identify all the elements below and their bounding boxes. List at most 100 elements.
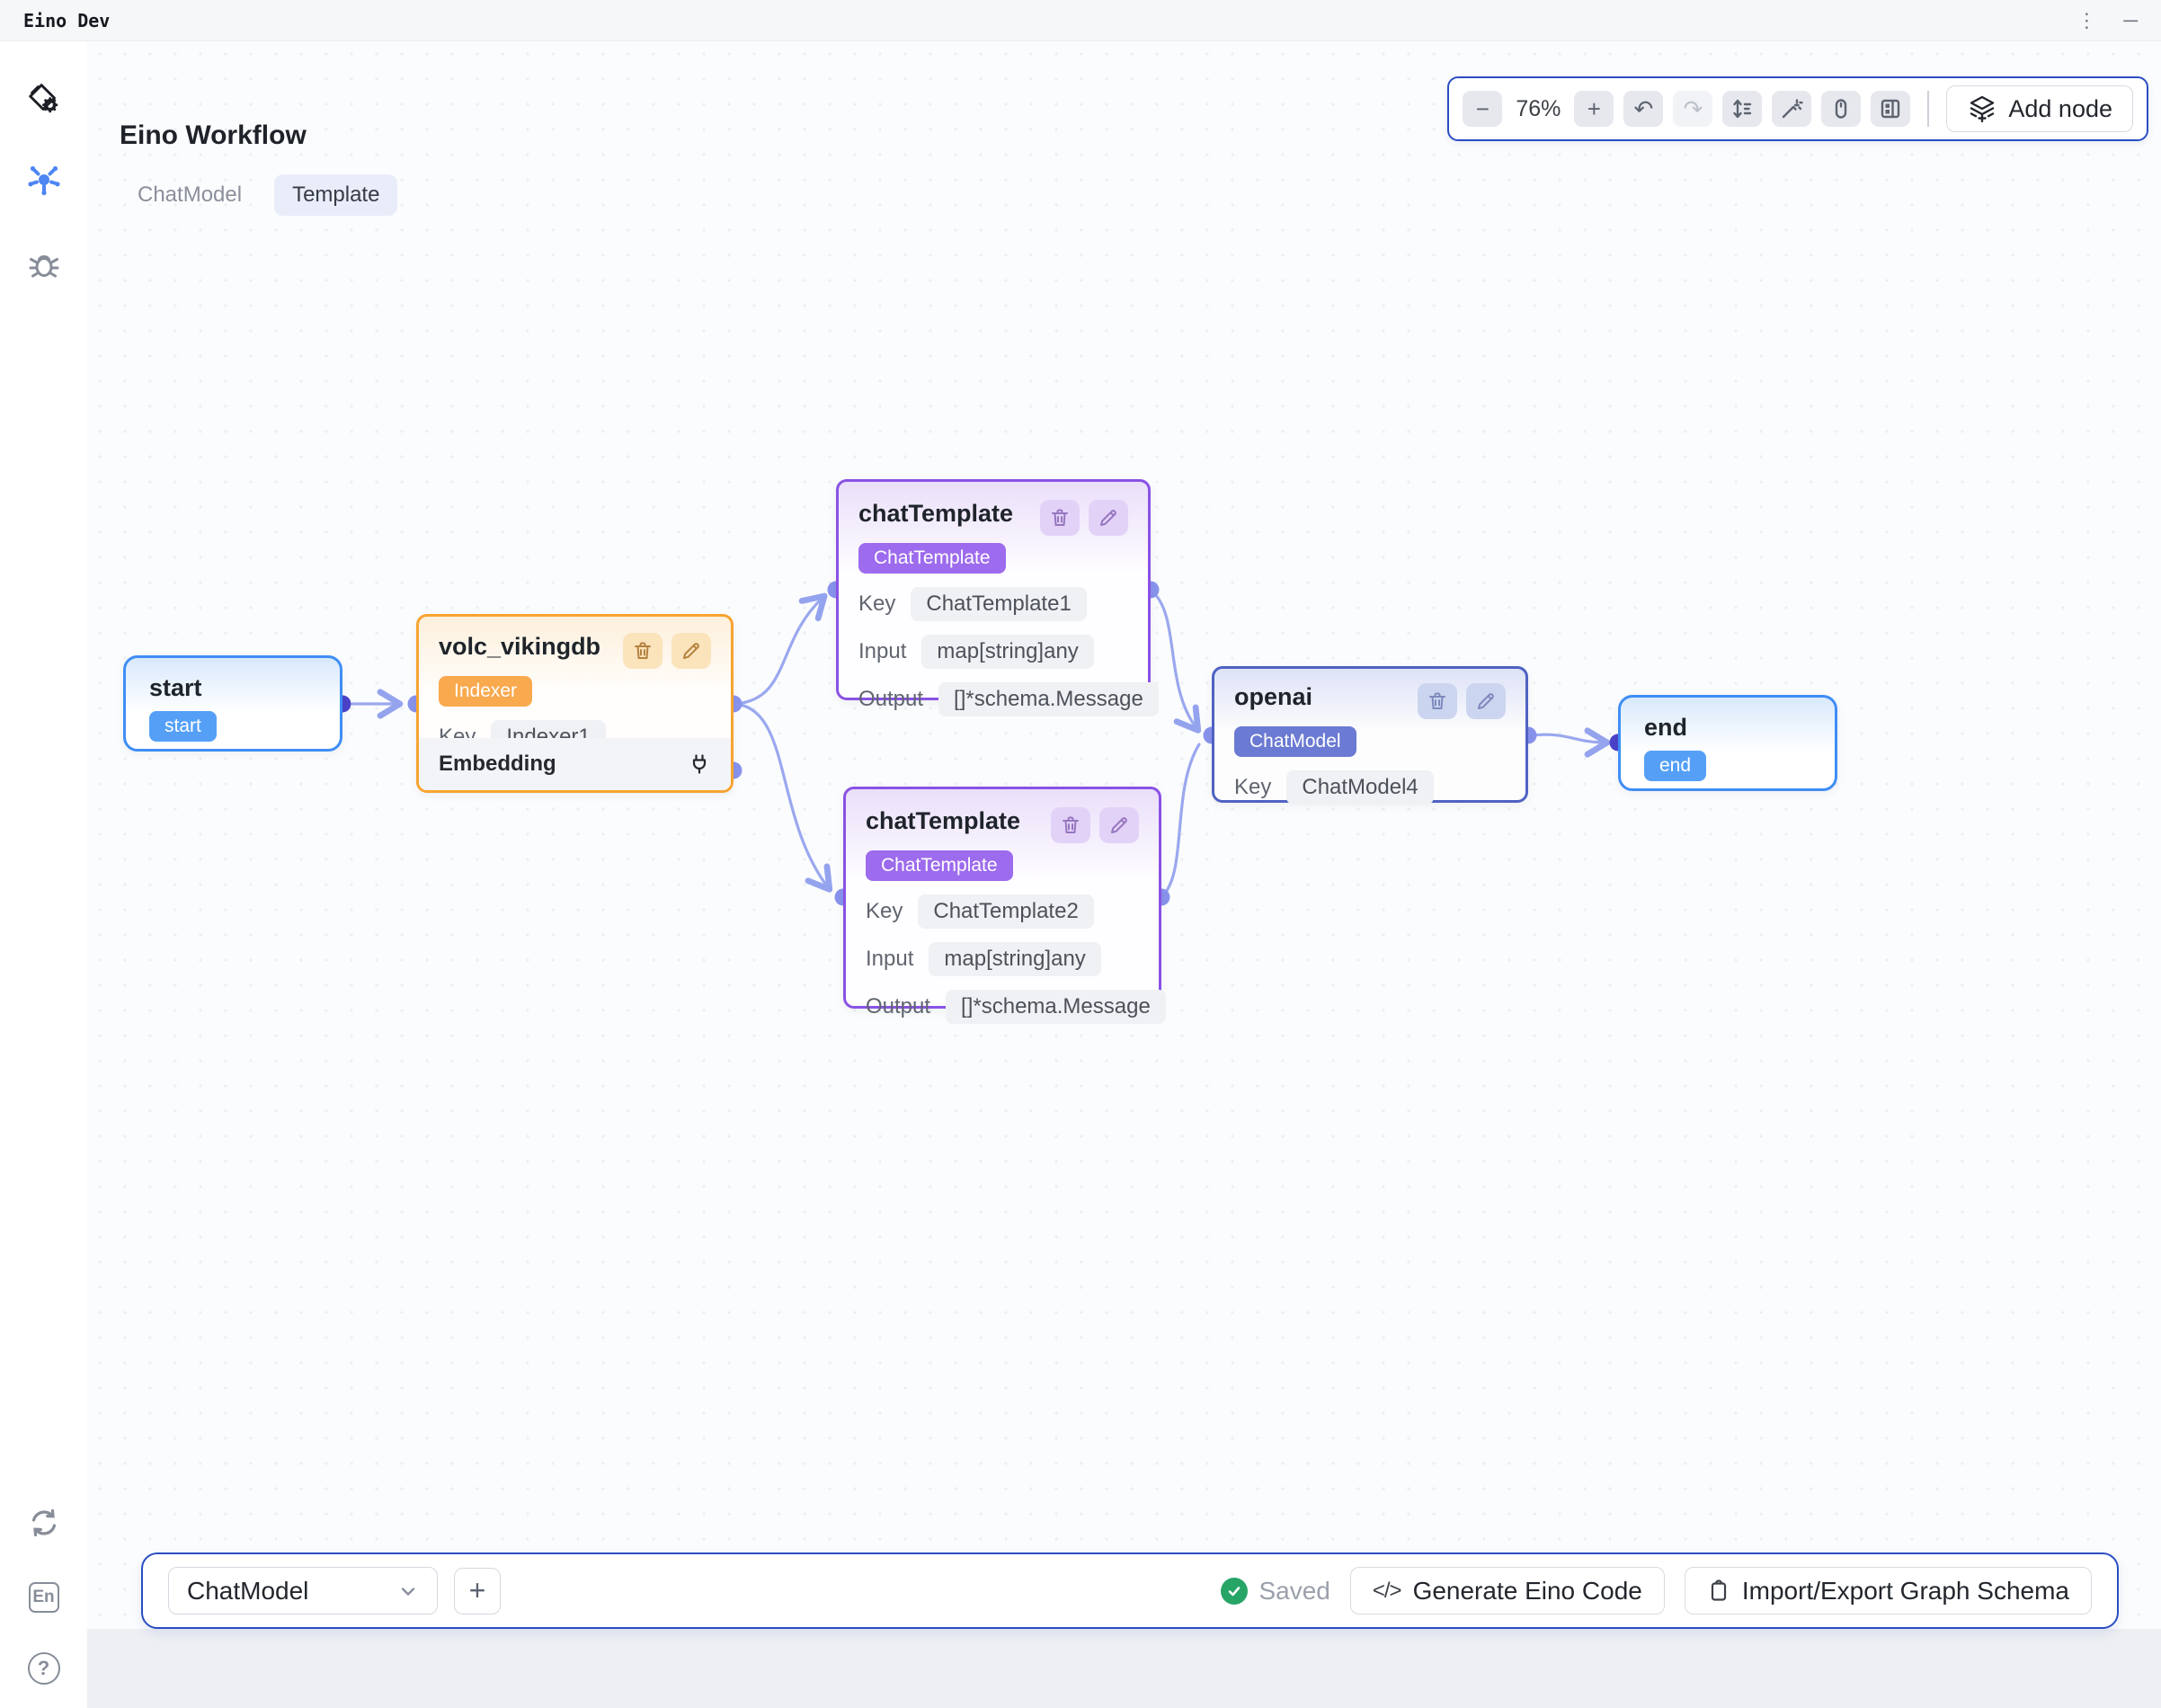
add-node-label: Add node (2008, 95, 2112, 123)
node-volc-vikingdb[interactable]: volc_vikingdb Indexer Key (416, 614, 734, 793)
field-label: Input (858, 639, 906, 664)
node-title: end (1644, 714, 1811, 742)
edit-node-button[interactable] (1466, 683, 1506, 719)
field-value: []*schema.Message (946, 990, 1166, 1024)
field-label: Output (858, 687, 923, 712)
magic-wand-icon (1780, 97, 1803, 120)
mouse-icon (1829, 97, 1853, 120)
pencil-icon (1098, 507, 1119, 529)
pencil-icon (1475, 690, 1497, 712)
trash-icon (632, 640, 654, 662)
node-title: openai (1234, 683, 1312, 711)
edge-openai-end (1531, 734, 1605, 743)
trash-icon (1049, 507, 1071, 529)
clipboard-icon (1707, 1579, 1730, 1603)
field-value: map[string]any (921, 635, 1093, 669)
field-value: ChatTemplate2 (918, 894, 1093, 929)
generate-code-label: Generate Eino Code (1413, 1577, 1642, 1606)
edit-node-button[interactable] (1099, 807, 1139, 843)
page-title: Eino Workflow (120, 120, 307, 151)
toolbar-divider (1927, 91, 1929, 127)
chevron-down-icon (397, 1580, 419, 1602)
field-value: ChatModel4 (1286, 770, 1433, 805)
zoom-out-button[interactable]: − (1463, 91, 1502, 127)
edge-volc-chattemplate1 (735, 598, 823, 704)
edge-chattemplate2-openai (1163, 744, 1199, 895)
undo-button[interactable]: ↶ (1623, 91, 1663, 127)
trash-icon (1427, 690, 1448, 712)
check-icon (1221, 1578, 1248, 1605)
workflow-canvas[interactable]: Eino Workflow ChatModel Template − 76% +… (87, 41, 2161, 1629)
field-value: map[string]any (929, 942, 1100, 976)
pencil-icon (680, 640, 702, 662)
delete-node-button[interactable] (623, 633, 663, 669)
pencil-icon (1108, 814, 1130, 836)
kebab-menu-icon[interactable]: ⋮ (2077, 11, 2096, 31)
delete-node-button[interactable] (1051, 807, 1090, 843)
delete-node-button[interactable] (1418, 683, 1457, 719)
mouse-mode-button[interactable] (1821, 91, 1861, 127)
node-title: start (149, 674, 316, 702)
embedding-section[interactable]: Embedding (419, 738, 731, 790)
edit-node-button[interactable] (671, 633, 711, 669)
language-icon[interactable]: En (29, 1582, 59, 1613)
node-chattemplate-2[interactable]: chatTemplate ChatTemplate Ke (843, 787, 1161, 1009)
node-type-badge: ChatTemplate (858, 543, 1006, 574)
plug-icon (688, 752, 711, 776)
minimap-button[interactable] (1871, 91, 1910, 127)
field-value: ChatTemplate1 (911, 587, 1086, 621)
app-window: En ? Eino Workflow ChatModel Template − … (0, 41, 2161, 1708)
field-label: Input (866, 947, 913, 972)
redo-button[interactable]: ↷ (1673, 91, 1712, 127)
node-type-badge: end (1644, 751, 1706, 781)
logo-icon (24, 79, 64, 119)
node-title: chatTemplate (866, 807, 1020, 835)
help-icon[interactable]: ? (28, 1652, 60, 1685)
add-node-layers-icon (1967, 93, 1997, 124)
save-status-label: Saved (1258, 1577, 1330, 1606)
sidebar: En ? (0, 41, 87, 1708)
auto-layout-icon (1730, 97, 1754, 120)
bottom-action-bar: ChatModel + Saved </> Generate (141, 1552, 2119, 1629)
sidebar-item-workflow-graph[interactable] (24, 162, 64, 201)
code-icon: </> (1373, 1579, 1401, 1604)
add-item-button[interactable]: + (454, 1568, 501, 1615)
trash-icon (1060, 814, 1081, 836)
field-label: Key (858, 592, 895, 617)
node-end[interactable]: end end (1618, 695, 1837, 791)
save-status: Saved (1221, 1577, 1330, 1606)
node-type-badge: Indexer (439, 676, 532, 707)
node-chattemplate-1[interactable]: chatTemplate ChatTemplate Ke (836, 479, 1151, 700)
import-export-button[interactable]: Import/Export Graph Schema (1685, 1567, 2092, 1615)
node-type-badge: start (149, 711, 217, 742)
canvas-toolbar: − 76% + ↶ ↷ (1447, 76, 2148, 141)
minimize-icon[interactable]: ─ (2123, 11, 2138, 31)
field-label: Key (866, 899, 903, 924)
auto-layout-button[interactable] (1722, 91, 1762, 127)
node-openai[interactable]: openai ChatModel Key (1212, 666, 1528, 803)
delete-node-button[interactable] (1040, 500, 1080, 536)
node-title: volc_vikingdb (439, 633, 600, 661)
page-background (87, 1629, 2161, 1708)
tab-template[interactable]: Template (274, 174, 397, 216)
refresh-icon[interactable] (24, 1503, 64, 1543)
node-start[interactable]: start start (123, 655, 342, 752)
zoom-level: 76% (1512, 96, 1564, 122)
node-title: chatTemplate (858, 500, 1013, 528)
import-export-label: Import/Export Graph Schema (1742, 1577, 2069, 1606)
edit-node-button[interactable] (1089, 500, 1128, 536)
generate-code-button[interactable]: </> Generate Eino Code (1350, 1567, 1665, 1615)
window-title: Eino Dev (23, 10, 110, 31)
edge-volc-chattemplate2 (735, 704, 828, 887)
sidebar-item-debug[interactable] (24, 245, 64, 284)
magic-wand-button[interactable] (1772, 91, 1811, 127)
field-value: []*schema.Message (938, 682, 1159, 716)
node-type-select[interactable]: ChatModel (168, 1567, 438, 1615)
tab-bar: ChatModel Template (120, 174, 397, 216)
field-label: Output (866, 994, 930, 1019)
edge-chattemplate1-openai (1152, 592, 1196, 728)
zoom-in-button[interactable]: + (1574, 91, 1614, 127)
add-node-button[interactable]: Add node (1946, 85, 2133, 132)
tab-chatmodel[interactable]: ChatModel (120, 174, 260, 216)
window-titlebar: Eino Dev ⋮ ─ (0, 0, 2161, 41)
